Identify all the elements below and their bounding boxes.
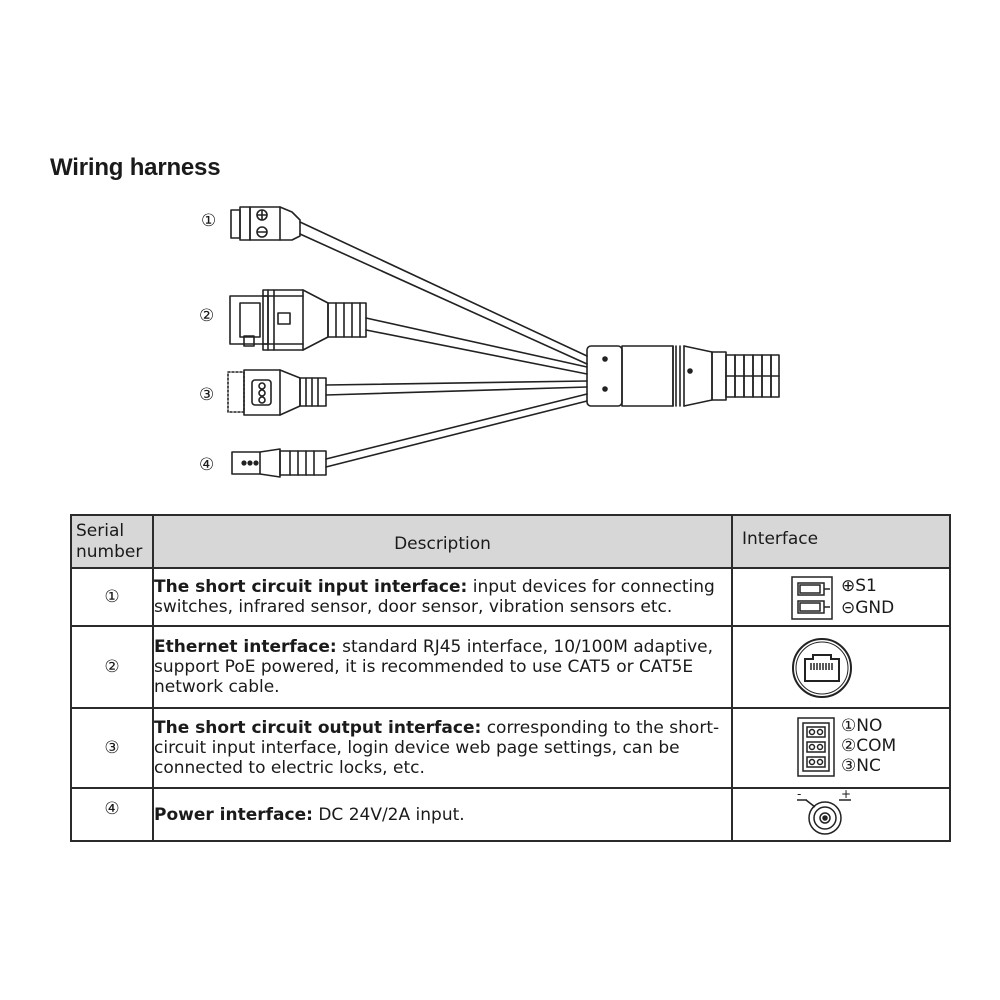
row-description-title: The short circuit input interface: [154, 577, 468, 597]
row-interface: ①NO ②COM ③NC [731, 707, 951, 789]
row-description-title: Power interface: [154, 804, 313, 825]
terminal-block-icon [791, 576, 833, 620]
power-minus-label: - [797, 787, 802, 801]
row-interface: ⊕S1 ⊝GND [731, 567, 951, 627]
header-interface: Interface [731, 514, 951, 569]
power-connector [231, 448, 327, 478]
row-description-text: corresponding to the short-circuit input… [154, 718, 720, 778]
interface-label-s1: ⊕S1 [841, 576, 877, 596]
table-header-row: Serial number Description Interface [70, 514, 951, 569]
row-description-text: standard RJ45 interface, 10/100M adaptiv… [154, 637, 713, 697]
table-row: ① The short circuit input interface: inp… [70, 567, 951, 627]
row-description: Ethernet interface: standard RJ45 interf… [152, 625, 733, 709]
harness-cables [299, 221, 588, 468]
main-connector-plug [586, 345, 780, 407]
dc-jack-icon [797, 799, 851, 835]
header-description: Description [152, 514, 733, 569]
wiring-harness-diagram: ① ② ③ ④ [199, 206, 780, 478]
table-row: ③ The short circuit output interface: co… [70, 707, 951, 789]
table-row: ④ Power interface: DC 24V/2A input. - + [70, 787, 951, 842]
interface-table: Serial number Description Interface ① Th… [70, 514, 951, 842]
row-description-title: Ethernet interface: [154, 637, 337, 657]
connector-2-marker: ② [199, 306, 214, 326]
power-plus-label: + [841, 787, 852, 801]
row-interface: - + [731, 787, 951, 842]
row-serial: ① [70, 567, 154, 627]
connector-4-marker: ④ [199, 455, 214, 475]
row-description: The short circuit output interface: corr… [152, 707, 733, 789]
connector-3-marker: ③ [199, 385, 214, 405]
table-row: ② Ethernet interface: standard RJ45 inte… [70, 625, 951, 709]
interface-label-no: ①NO [841, 716, 883, 736]
row-description: The short circuit input interface: input… [152, 567, 733, 627]
short-circuit-input-connector [230, 206, 301, 241]
row-serial: ② [70, 625, 154, 709]
row-description-title: The short circuit output interface: [154, 718, 482, 738]
page-title: Wiring harness [50, 154, 221, 181]
connector-1-marker: ① [201, 211, 216, 231]
row-interface [731, 625, 951, 709]
rj45-port-icon [792, 638, 852, 698]
ethernet-connector [229, 289, 367, 351]
three-pin-terminal-icon [797, 717, 835, 777]
row-description-text: DC 24V/2A input. [312, 804, 465, 825]
short-circuit-output-connector [227, 369, 327, 416]
header-serial-number: Serial number [70, 514, 154, 569]
interface-label-com: ②COM [841, 736, 897, 756]
interface-label-nc: ③NC [841, 756, 881, 776]
row-description-text: input devices for connecting switches, i… [154, 577, 715, 617]
row-serial: ④ [70, 787, 154, 842]
interface-label-gnd: ⊝GND [841, 598, 895, 618]
row-description: Power interface: DC 24V/2A input. [152, 787, 733, 842]
row-serial: ③ [70, 707, 154, 789]
